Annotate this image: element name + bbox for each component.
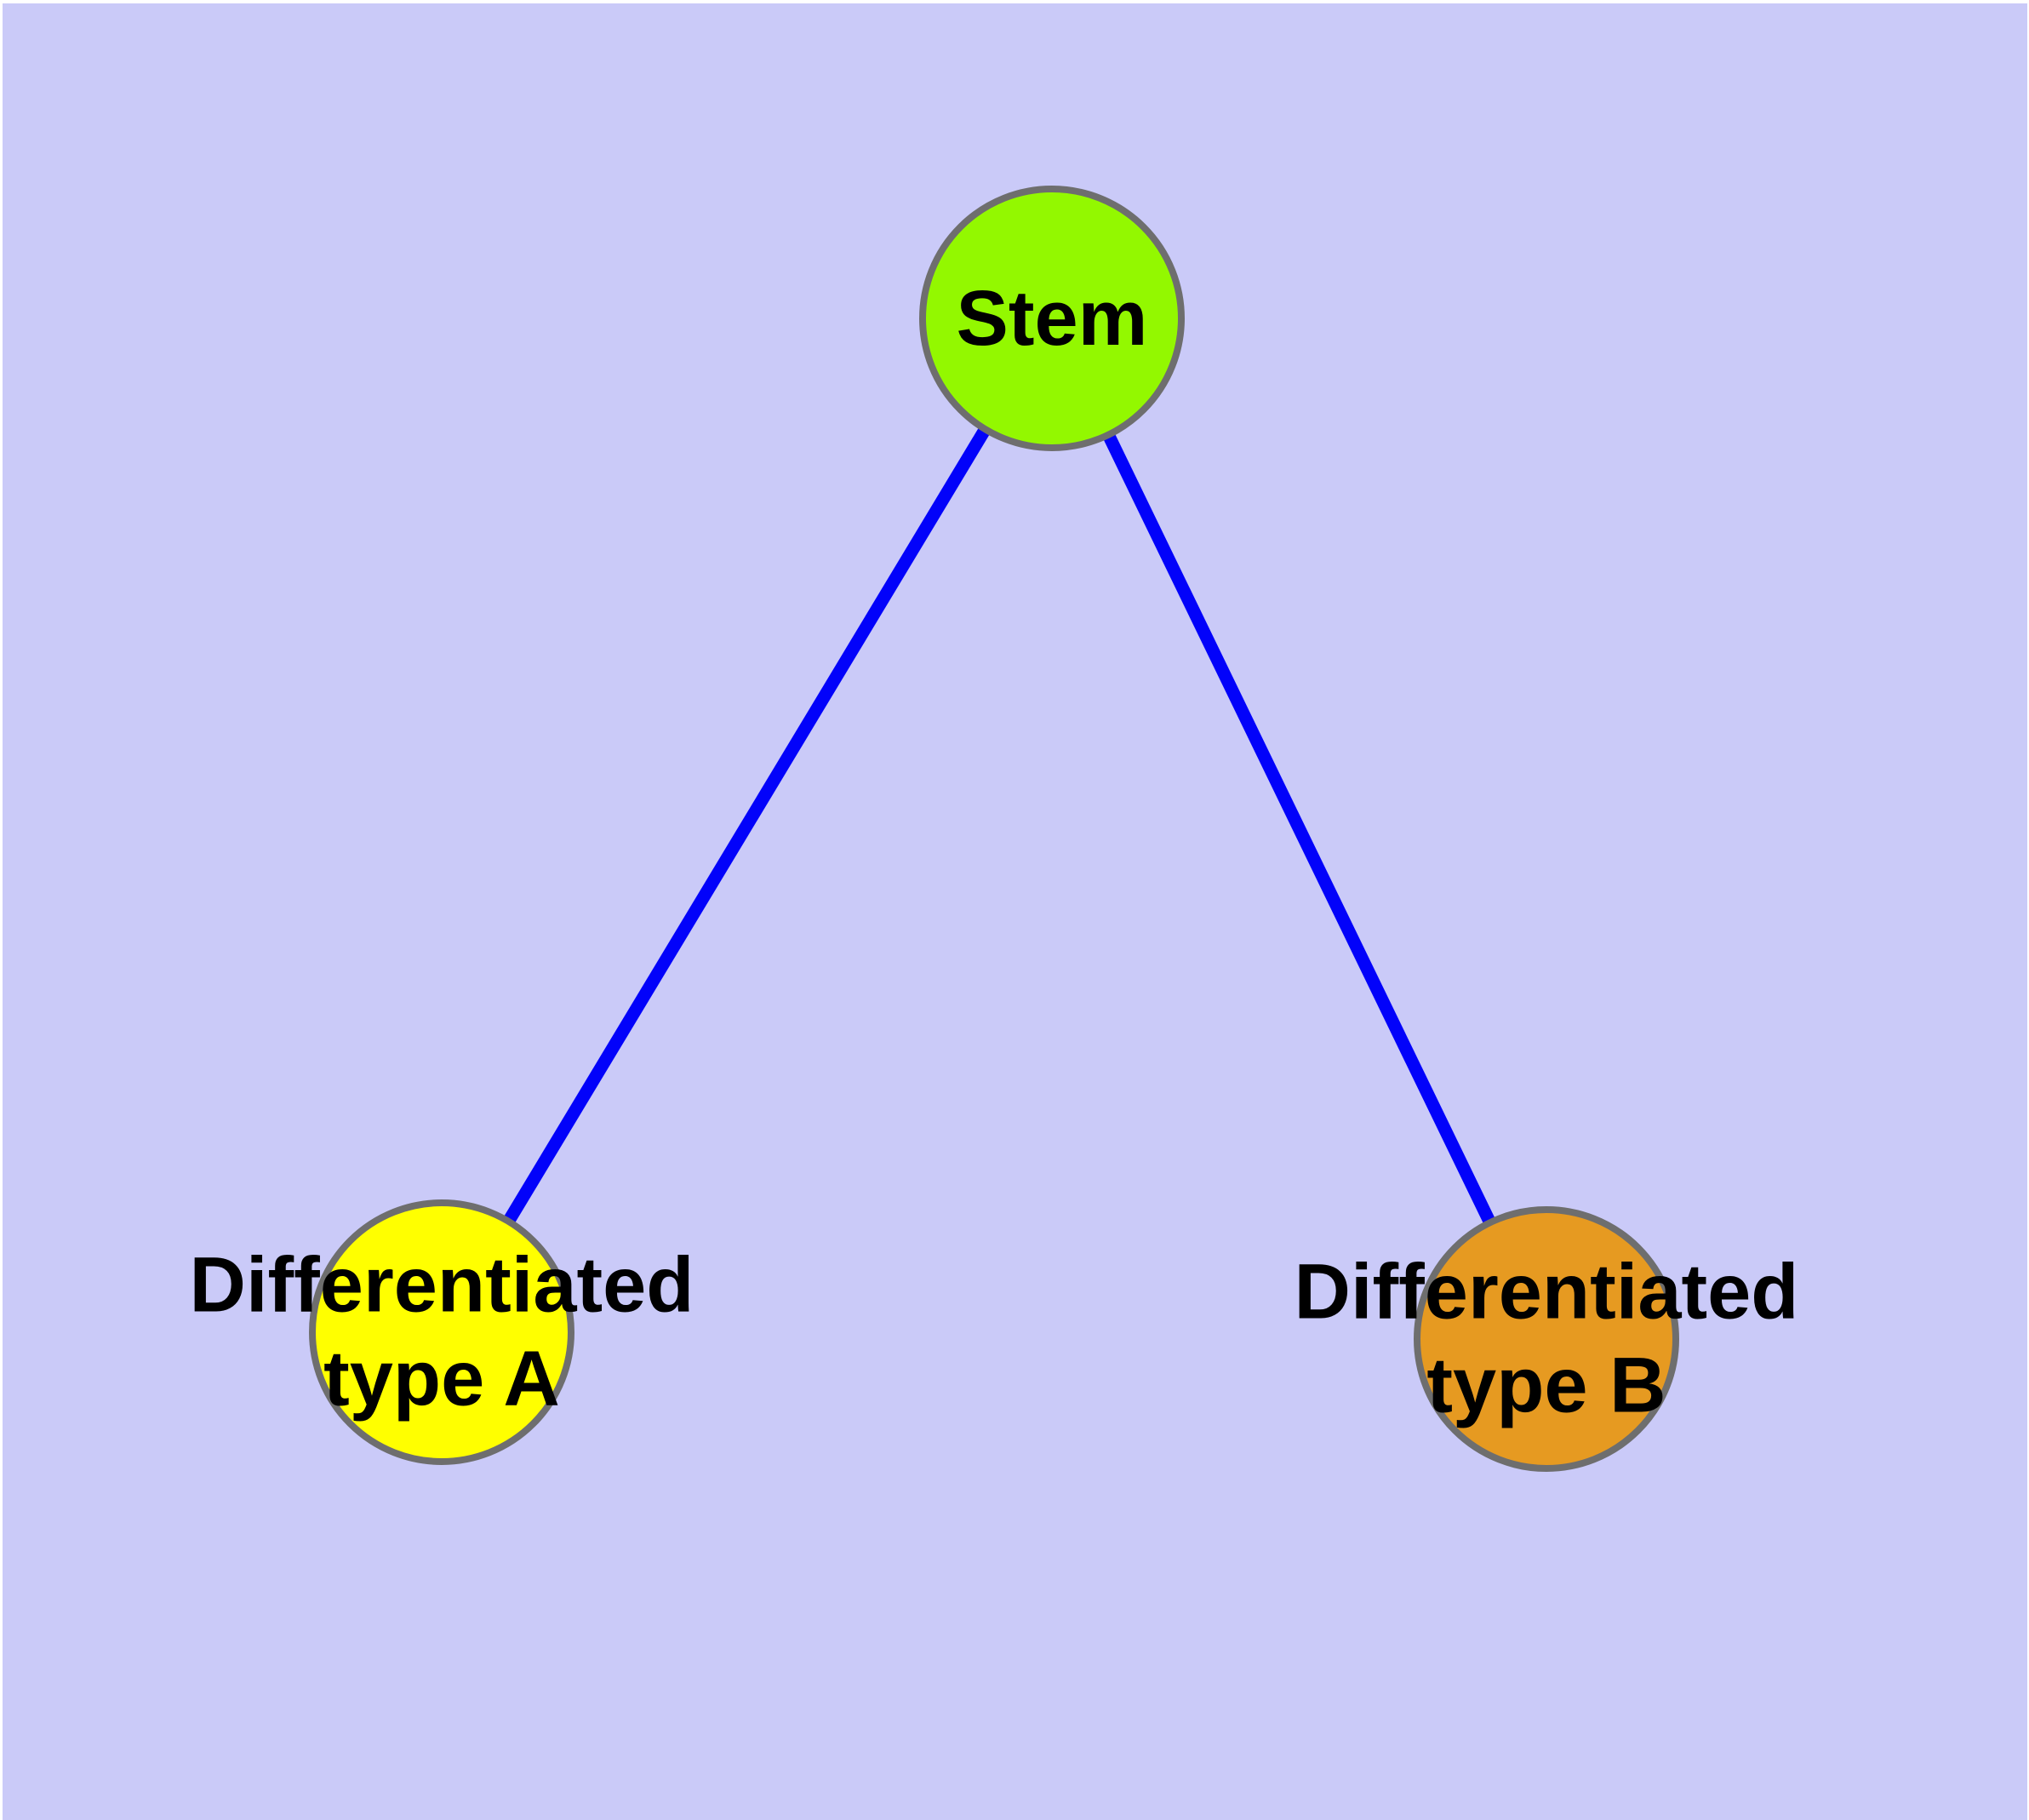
- edge-stem-to-type-b: [1046, 315, 1552, 1342]
- node-differentiated-type-a: [309, 1199, 574, 1465]
- node-differentiated-type-b: [1414, 1206, 1679, 1472]
- node-stem: [919, 186, 1185, 451]
- edge-stem-to-type-a: [436, 315, 1058, 1336]
